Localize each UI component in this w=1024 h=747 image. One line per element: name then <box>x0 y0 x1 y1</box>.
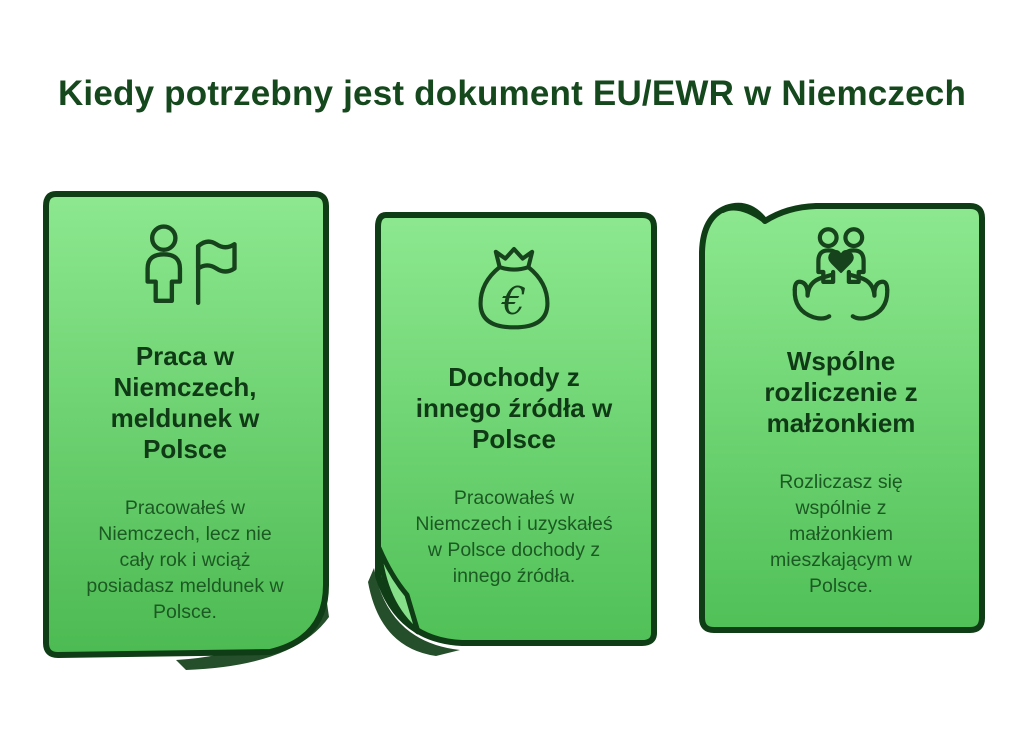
person-with-flag-icon <box>145 224 237 306</box>
card-shape-curl-bottom-right <box>43 191 329 670</box>
card-wspolne-rozliczenie: Wspólne rozliczenie z małżonkiem Rozlicz… <box>692 190 990 640</box>
card-dochody-z-innego-zrodla: € Dochody z innego źródła w Polsce Praco… <box>366 210 662 658</box>
card-heading: Dochody z innego źródła w Polsce <box>415 362 613 454</box>
euro-symbol: € <box>501 280 526 324</box>
card-shape-curl-top-left <box>699 202 985 633</box>
card-praca-w-niemczech: Praca w Niemczech, meldunek w Polsce Pra… <box>36 189 334 675</box>
money-bag-euro-icon: € <box>478 246 550 330</box>
card-body: Pracowałeś w Niemczech i uzyskałeś w Pol… <box>415 487 613 587</box>
page-title: Kiedy potrzebny jest dokument EU/EWR w N… <box>57 74 967 113</box>
card-body: Rozliczasz się wspólnie z małżonkiem mie… <box>770 471 912 597</box>
card-shape-curl-bottom-left <box>368 212 657 656</box>
card-heading: Wspólne rozliczenie z małżonkiem <box>764 346 918 438</box>
card-heading: Praca w Niemczech, meldunek w Polsce <box>110 341 260 464</box>
hands-holding-couple-heart-icon <box>792 227 890 321</box>
card-body: Pracowałeś w Niemczech, lecz nie cały ro… <box>86 497 284 623</box>
